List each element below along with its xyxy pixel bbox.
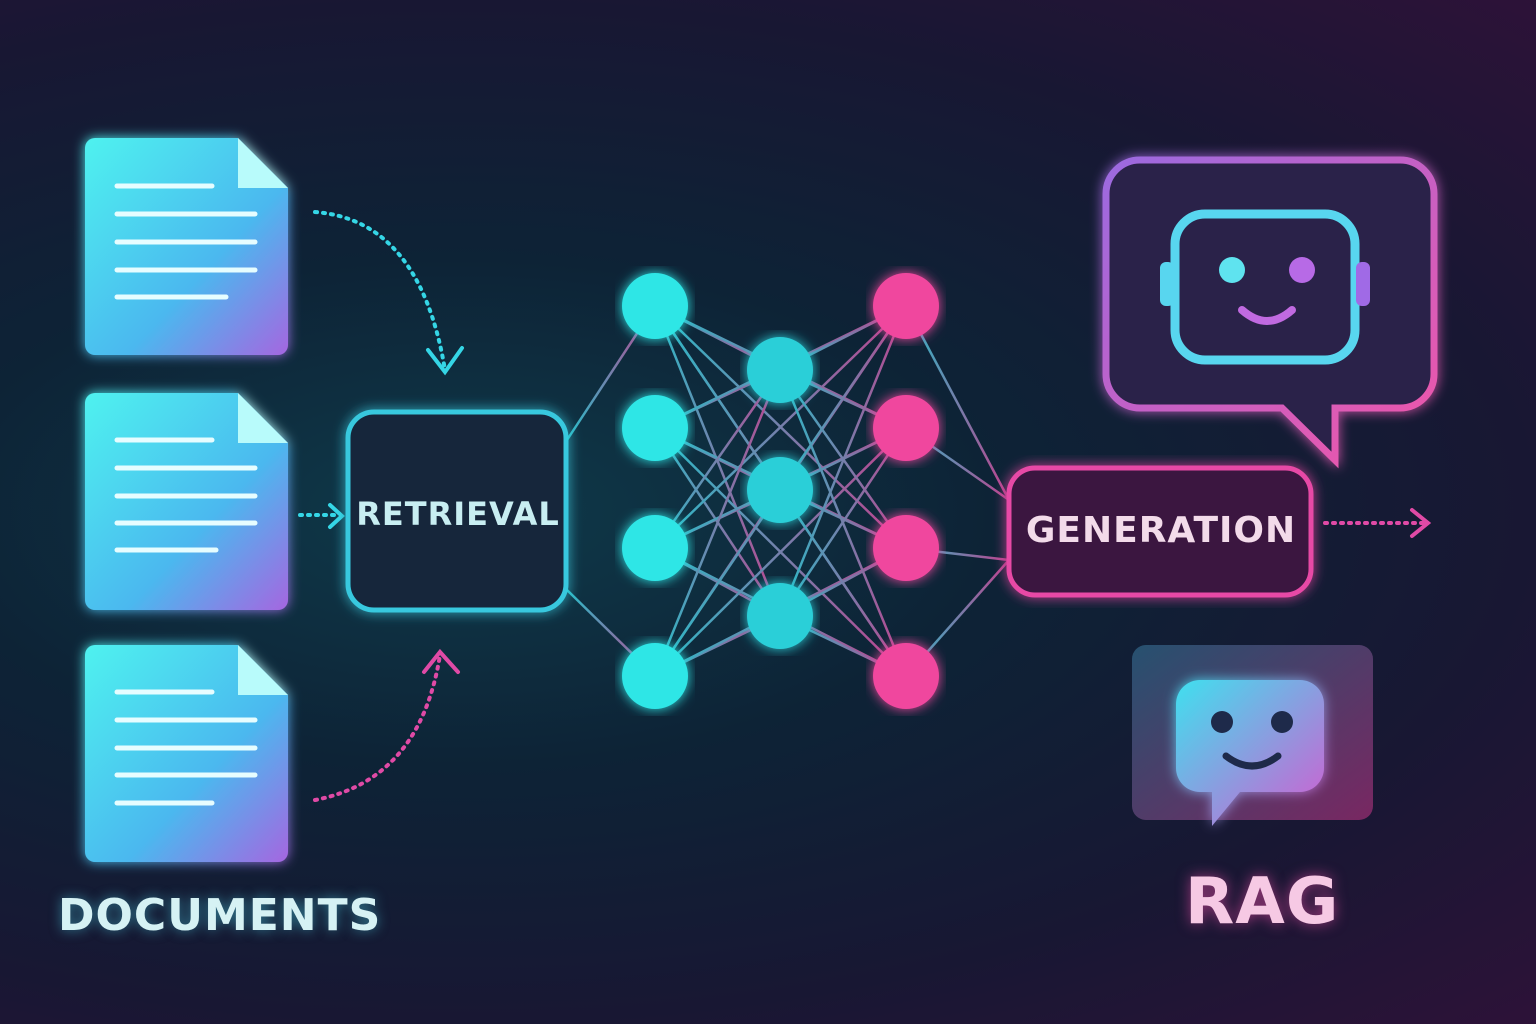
- network-node: [873, 515, 939, 581]
- retrieval-box: [345, 409, 569, 613]
- network-edges: [565, 304, 1011, 678]
- network-node: [622, 643, 688, 709]
- network-edge: [654, 305, 907, 549]
- document-icon: [85, 138, 288, 355]
- network-node: [747, 583, 813, 649]
- rag-title: RAG: [1185, 865, 1340, 939]
- network-node: [622, 273, 688, 339]
- network-edge: [904, 305, 1011, 501]
- generation-box: [1006, 465, 1314, 598]
- arrow-icon: [313, 210, 447, 372]
- network-node: [747, 337, 813, 403]
- network-edge: [653, 369, 782, 549]
- network-edge: [778, 305, 908, 491]
- network-edge: [778, 305, 908, 617]
- robot-chat-icon: [1102, 156, 1438, 469]
- network-node: [622, 395, 688, 461]
- document-icon: [85, 393, 288, 610]
- neural-network: [622, 273, 939, 709]
- network-node: [873, 395, 939, 461]
- network-node: [873, 273, 939, 339]
- network-node: [747, 457, 813, 523]
- documents-label: DOCUMENTS: [58, 890, 382, 941]
- document-icon: [85, 645, 288, 862]
- smiley-chat-icon: [1132, 645, 1373, 826]
- generation-label: GENERATION: [1025, 510, 1297, 551]
- network-node: [873, 643, 939, 709]
- network-edge: [778, 427, 908, 617]
- retrieval-label: RETRIEVAL: [356, 495, 560, 533]
- network-edge: [654, 427, 907, 677]
- network-edge: [653, 369, 782, 677]
- network-node: [622, 515, 688, 581]
- arrow-icon: [313, 653, 442, 802]
